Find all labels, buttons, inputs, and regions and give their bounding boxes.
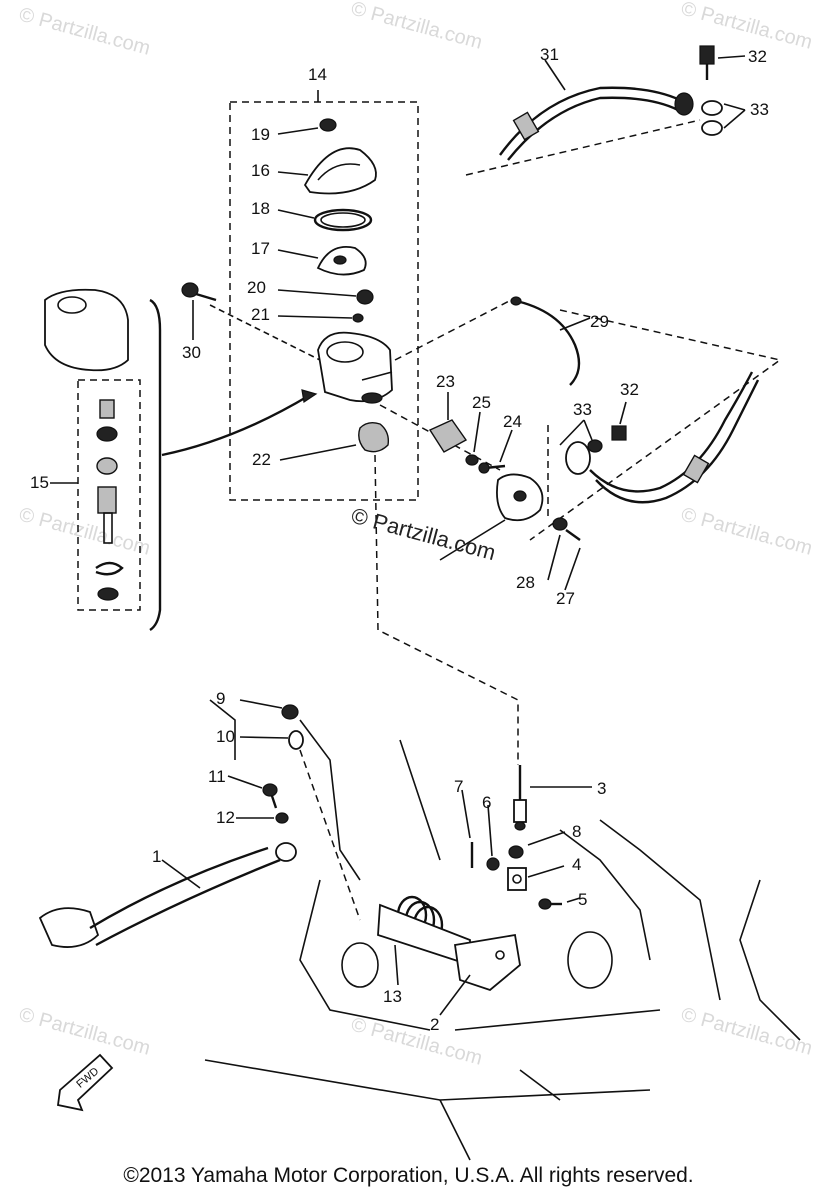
- leader-lines-right: [374, 119, 782, 765]
- part-22-boot: [279, 421, 390, 461]
- part-31-hose: [499, 59, 694, 161]
- dash-leader-lower: [299, 749, 361, 921]
- part-23-plate: [428, 392, 468, 453]
- callout-33-lower: 33: [573, 400, 592, 419]
- callout-22: 22: [252, 450, 271, 469]
- callout-16: 16: [251, 161, 270, 180]
- fwd-arrow: FWD: [56, 1053, 114, 1112]
- callout-30: 30: [182, 343, 201, 362]
- callout-19: 19: [251, 125, 270, 144]
- callout-7: 7: [454, 777, 463, 796]
- part-15-piston-kit: [44, 288, 318, 632]
- part-29-brake-pipe: [510, 296, 591, 386]
- callout-32-lower: 32: [620, 380, 639, 399]
- callout-8: 8: [572, 822, 581, 841]
- part-25-washer: [465, 411, 481, 466]
- part-5-pin: [538, 897, 581, 910]
- part-12-nut: [236, 812, 289, 824]
- watermark-text: © Partzilla.com: [17, 504, 153, 560]
- callout-10: 10: [216, 727, 235, 746]
- part-33-washers-top: [701, 100, 746, 136]
- watermark-text: © Partzilla.com: [17, 4, 153, 60]
- part-33-washers-lower: [559, 419, 603, 453]
- part-27-bolt: [547, 517, 581, 591]
- part-24-bolt: [478, 429, 513, 474]
- master-cylinder-body: [317, 331, 393, 404]
- part-9-bolt: [239, 699, 299, 720]
- callout-6: 6: [482, 793, 491, 812]
- callout-12: 12: [216, 808, 235, 827]
- part-1-brake-pedal: [38, 842, 297, 948]
- callout-32-top: 32: [748, 47, 767, 66]
- callout-27: 27: [556, 589, 575, 608]
- part-19-cap-bolt: [277, 118, 337, 135]
- part-7-cotter-pin: [461, 789, 474, 868]
- callout-17: 17: [251, 239, 270, 258]
- callout-14: 14: [308, 65, 327, 84]
- watermark-text: © Partzilla.com: [679, 0, 815, 54]
- part-10-washer: [239, 730, 304, 750]
- part-11-bolt: [227, 775, 278, 809]
- watermark-text: © Partzilla.com: [17, 1004, 153, 1060]
- part-30-bolt: [181, 282, 321, 361]
- part-18-o-ring: [277, 208, 373, 232]
- part-32-union-bolt-lower: [611, 401, 627, 441]
- part-6-washer: [486, 804, 500, 871]
- watermark-text: © Partzilla.com: [679, 504, 815, 560]
- part-hose-lower: [565, 371, 760, 504]
- callout-1: 1: [152, 847, 161, 866]
- callout-25: 25: [472, 393, 491, 412]
- callout-29: 29: [590, 312, 609, 331]
- part-32-union-bolt-top: [699, 45, 746, 80]
- part-4-clevis: [507, 865, 565, 891]
- part-28-union-body: [439, 473, 544, 561]
- part-21-washer: [277, 313, 364, 323]
- callout-13: 13: [383, 987, 402, 1006]
- part-20-screw: [277, 289, 374, 305]
- frame-outline: [204, 699, 801, 1161]
- watermark-center: © Partzilla.com: [349, 503, 499, 566]
- callout-5: 5: [578, 890, 587, 909]
- part-2-shaft: [377, 903, 521, 1016]
- watermark-text: © Partzilla.com: [349, 1014, 485, 1070]
- watermark-text: © Partzilla.com: [679, 1004, 815, 1060]
- callout-28: 28: [516, 573, 535, 592]
- callout-11: 11: [208, 767, 226, 786]
- part-16-reservoir-cap: [277, 147, 377, 195]
- callout-3: 3: [597, 779, 606, 798]
- callout-9: 9: [216, 689, 225, 708]
- callout-20: 20: [247, 278, 266, 297]
- callout-31: 31: [540, 45, 559, 64]
- callout-33-top: 33: [750, 100, 769, 119]
- copyright-notice: ©2013 Yamaha Motor Corporation, U.S.A. A…: [123, 1164, 694, 1187]
- part-8-nut: [508, 831, 566, 859]
- callout-23: 23: [436, 372, 455, 391]
- callout-2: 2: [430, 1015, 439, 1034]
- callout-21: 21: [251, 305, 270, 324]
- assembly-box-14: [229, 90, 419, 501]
- callout-labels: 14 19 16 18 17 20 21 30 22 15 23 25 24 3…: [30, 45, 769, 1034]
- watermark-text: © Partzilla.com: [349, 0, 485, 54]
- callout-15: 15: [30, 473, 49, 492]
- callout-4: 4: [572, 855, 581, 874]
- callout-18: 18: [251, 199, 270, 218]
- callout-24: 24: [503, 412, 522, 431]
- part-17-diaphragm: [277, 246, 367, 276]
- part-3-push-rod: [513, 765, 592, 831]
